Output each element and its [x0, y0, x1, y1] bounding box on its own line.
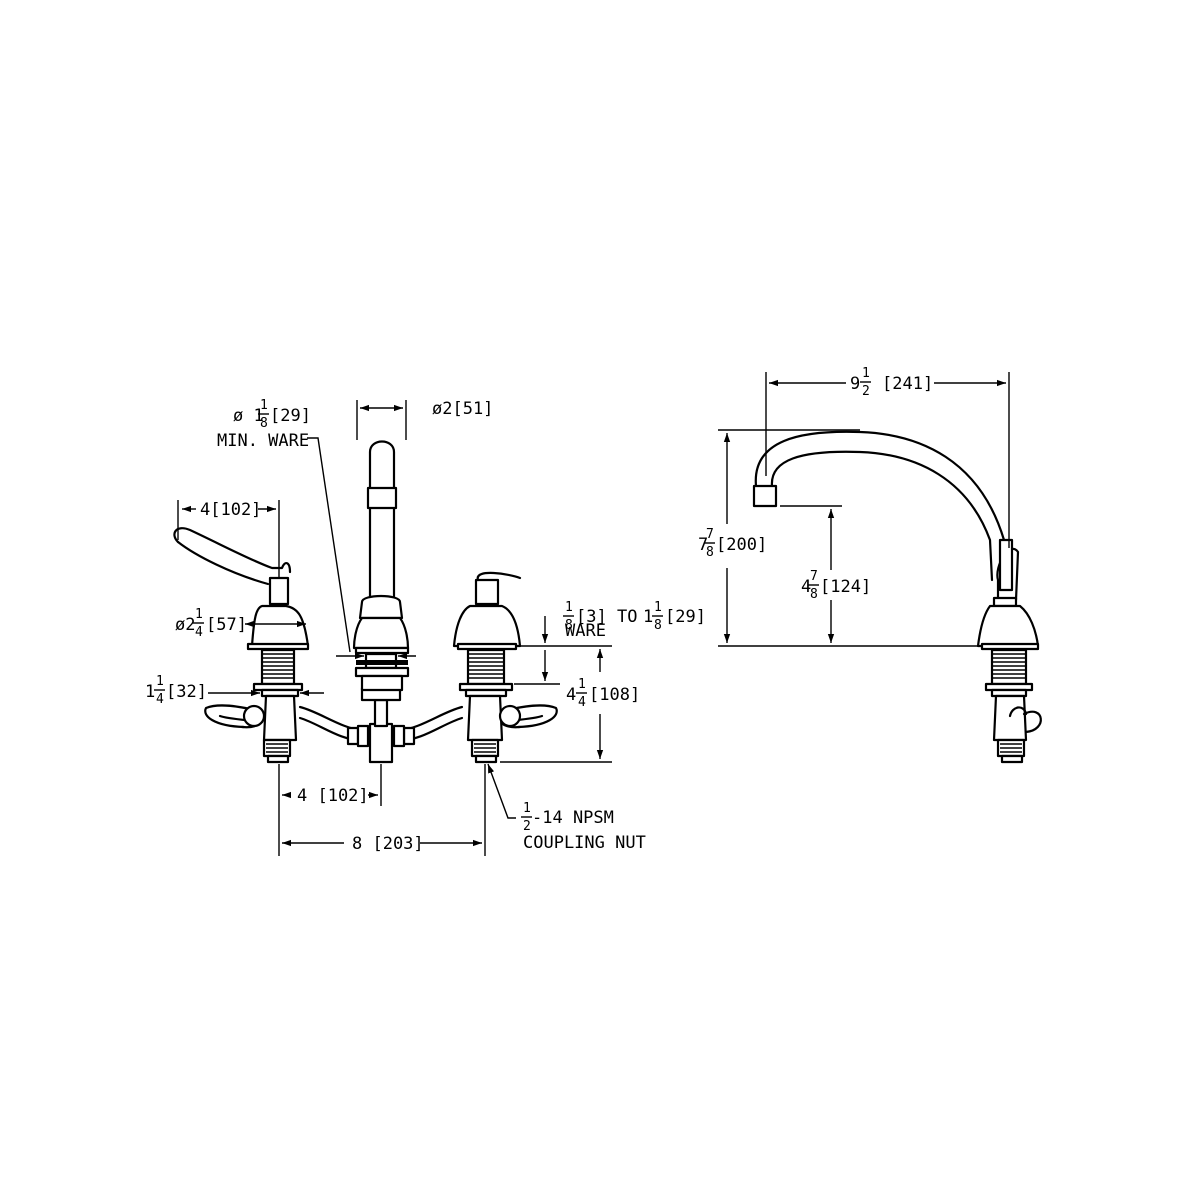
below-deck-height-frac-num: 1 — [578, 677, 586, 692]
front-dimensions: 4[102] ø2[51] ø 1 1 8 [29] MIN. WARE ø2 … — [145, 398, 706, 856]
side-dimensions: 9 1 2 [241] 7 7 8 [200] 4 7 8 [124] — [698, 366, 1010, 647]
min-ware-note: MIN. WARE — [217, 431, 309, 451]
ware-thickness-frac1-num: 1 — [565, 600, 573, 615]
spout-reach-metric: [241] — [882, 374, 933, 394]
side-spout — [752, 430, 1020, 602]
spout-height-frac-num: 7 — [706, 527, 714, 542]
handle-reach-dimension: 4[102] — [200, 500, 261, 520]
min-ware-hole-metric: [29] — [270, 406, 311, 426]
escutcheon-diameter-frac-den: 4 — [195, 625, 203, 640]
ware-note: WARE — [565, 621, 606, 641]
flange-height-prefix: 1 — [145, 682, 155, 702]
ware-thickness-prefix2: 1 — [643, 607, 653, 627]
min-ware-hole-prefix: ø 1 — [233, 406, 264, 426]
escutcheon-diameter-prefix: ø2 — [175, 615, 195, 635]
outlet-height-frac-num: 7 — [810, 569, 818, 584]
front-view: 4[102] ø2[51] ø 1 1 8 [29] MIN. WARE ø2 … — [145, 398, 706, 856]
left-valve — [173, 527, 310, 764]
spout-height-frac-den: 8 — [706, 545, 714, 560]
escutcheon-diameter-frac-num: 1 — [195, 607, 203, 622]
right-valve — [452, 571, 522, 764]
side-view: 9 1 2 [241] 7 7 8 [200] 4 7 8 [124] — [698, 366, 1042, 764]
outlet-height-frac-den: 8 — [810, 587, 818, 602]
spout-reach-frac-den: 2 — [862, 384, 870, 399]
side-valve — [976, 596, 1042, 764]
center-spout — [352, 440, 410, 692]
ware-thickness-frac1-den: 8 — [565, 618, 573, 633]
center-to-spout-dimension: 4 [102] — [297, 786, 369, 806]
escutcheon-diameter-metric: [57] — [206, 615, 247, 635]
coupling-nut-frac-den: 2 — [523, 819, 531, 834]
below-deck-height-frac-den: 4 — [578, 695, 586, 710]
outlet-height-metric: [124] — [820, 577, 871, 597]
ware-thickness-frac2-den: 8 — [654, 618, 662, 633]
min-ware-hole-frac-num: 1 — [260, 398, 268, 413]
center-to-center-dimension: 8 [203] — [352, 834, 424, 854]
cross-tubes — [298, 705, 464, 748]
coupling-nut-frac-num: 1 — [523, 801, 531, 816]
below-deck-height-prefix: 4 — [566, 685, 576, 705]
coupling-nut-thread: -14 NPSM — [532, 808, 614, 828]
coupling-nut-note: COUPLING NUT — [523, 833, 646, 853]
flange-height-frac-num: 1 — [156, 674, 164, 689]
below-deck-height-metric: [108] — [589, 685, 640, 705]
outlet-height-prefix: 4 — [801, 577, 811, 597]
flange-height-frac-den: 4 — [156, 692, 164, 707]
spout-diameter-dimension: ø2[51] — [432, 399, 493, 419]
spout-height-metric: [200] — [716, 535, 767, 555]
spout-height-prefix: 7 — [698, 535, 708, 555]
spout-reach-frac-num: 1 — [862, 366, 870, 381]
ware-thickness-frac2-num: 1 — [654, 600, 662, 615]
min-ware-hole-frac-den: 8 — [260, 416, 268, 431]
ware-thickness-metric1: [3] — [576, 607, 607, 627]
ware-thickness-to: TO — [617, 607, 637, 627]
ware-thickness-metric2: [29] — [665, 607, 706, 627]
spout-reach-prefix: 9 — [850, 374, 860, 394]
flange-height-metric: [32] — [166, 682, 207, 702]
